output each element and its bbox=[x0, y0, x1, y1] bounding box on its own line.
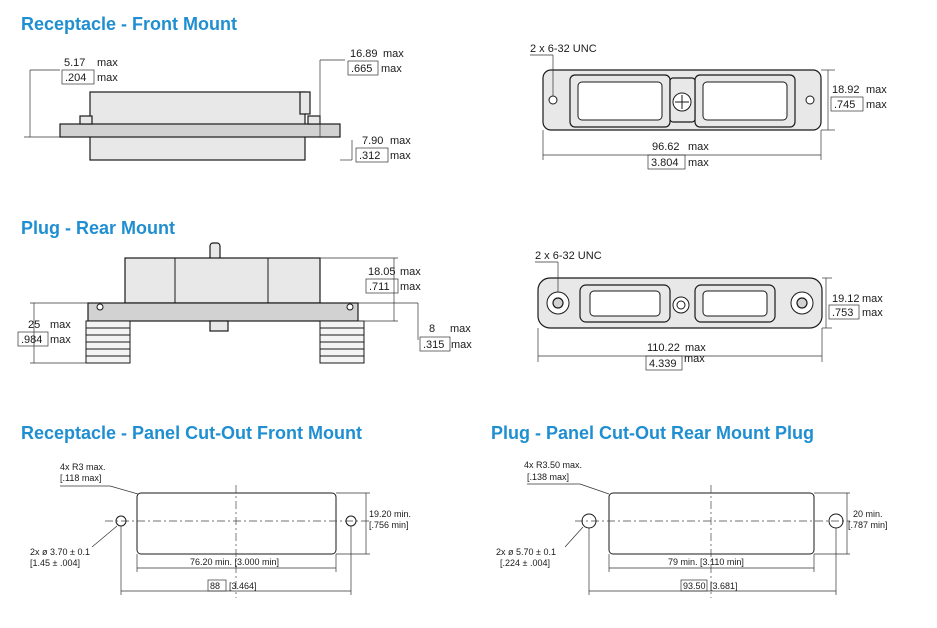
rec-side-t-max: max bbox=[383, 48, 404, 60]
rec-side-h-in: .204 bbox=[65, 72, 86, 84]
rec-cut-h-in: [.756 min] bbox=[369, 520, 409, 530]
plug-front-h-max: max bbox=[862, 293, 883, 305]
rec-front-hole-right bbox=[805, 95, 815, 105]
heading-receptacle-panel-cutout: Receptacle - Panel Cut-Out Front Mount bbox=[21, 423, 363, 443]
rec-cut-pitch-mm: 88 bbox=[210, 581, 220, 591]
rec-front-w-in: 3.804 bbox=[651, 157, 679, 169]
plug-rear-stub bbox=[209, 320, 229, 332]
rec-front-w-max: max bbox=[688, 141, 709, 153]
rec-side-h-max: max bbox=[97, 57, 118, 69]
receptacle-cutout: 4x R3 max. [.118 max] 2x ø 3.70 ± 0.1 [1… bbox=[30, 462, 411, 598]
plug-cut-pitch-in: [3.681] bbox=[710, 581, 738, 591]
plug-cut-h-in: [.787 min] bbox=[848, 520, 888, 530]
rec-front-w-in-max: max bbox=[688, 157, 709, 169]
plug-front-h-in-max: max bbox=[862, 307, 883, 319]
plug-flange bbox=[87, 302, 359, 322]
receptacle-stud-left bbox=[79, 115, 93, 125]
plug-body bbox=[124, 257, 321, 304]
receptacle-stud-right bbox=[307, 115, 321, 125]
plug-side-b-in: .984 bbox=[21, 334, 42, 346]
rec-side-f-max: max bbox=[390, 135, 411, 147]
rec-side-h-in-max: max bbox=[97, 72, 118, 84]
rec-cut-w: 76.20 min. [3.000 min] bbox=[190, 557, 279, 567]
plug-side-a-in-max: max bbox=[400, 281, 421, 293]
plug-spring-left bbox=[85, 320, 131, 364]
plug-front-h-mm: 19.12 bbox=[832, 293, 860, 305]
rec-front-w-mm: 96.62 bbox=[652, 141, 680, 153]
receptacle-side-view: 5.17 max .204 max 16.89 max .665 max 7.9… bbox=[24, 48, 411, 163]
rec-cut-hole-mm: 2x ø 3.70 ± 0.1 bbox=[30, 547, 90, 557]
plug-cut-pitch-mm: 93.50 bbox=[683, 581, 706, 591]
receptacle-front-view: 2 x 6-32 UNC 18.92 max .745 max 96.62 ma… bbox=[530, 43, 887, 170]
rec-side-f-in: .312 bbox=[359, 150, 380, 162]
receptacle-side-tab bbox=[299, 91, 311, 115]
plug-side-a-mm: 18.05 bbox=[368, 266, 396, 278]
plug-side-view: 18.05 max .711 max 25 max .984 max 8 max… bbox=[17, 242, 472, 364]
plug-side-c-max: max bbox=[450, 323, 471, 335]
plug-front-w-mm: 110.22 bbox=[647, 342, 680, 354]
rec-front-thread: 2 x 6-32 UNC bbox=[530, 43, 597, 55]
rec-side-t-mm: 16.89 bbox=[350, 48, 378, 60]
plug-cut-h-mm: 20 min. bbox=[853, 509, 883, 519]
plug-cut-hole-mm: 2x ø 5.70 ± 0.1 bbox=[496, 547, 556, 557]
plug-side-c-in: .315 bbox=[423, 339, 444, 351]
rec-side-t-in-max: max bbox=[381, 63, 402, 75]
plug-cut-opening bbox=[608, 492, 815, 555]
heading-plug-panel-cutout: Plug - Panel Cut-Out Rear Mount Plug bbox=[491, 423, 814, 443]
rec-front-h-in-max: max bbox=[866, 99, 887, 111]
rec-cut-opening bbox=[136, 492, 337, 555]
rec-side-f-in-max: max bbox=[390, 150, 411, 162]
rec-side-h-mm: 5.17 bbox=[64, 57, 85, 69]
plug-cut-hole-in: [.224 ± .004] bbox=[500, 558, 550, 568]
plug-side-b-max: max bbox=[50, 319, 71, 331]
plug-spring-right bbox=[319, 320, 365, 364]
rec-front-hole-left bbox=[548, 95, 558, 105]
plug-front-w-in: 4.339 bbox=[649, 358, 677, 370]
plug-front-view: 2 x 6-32 UNC 19.12 max .753 max 110.22 m… bbox=[535, 250, 883, 371]
rec-cut-hole-in: [1.45 ± .004] bbox=[30, 558, 80, 568]
rec-cut-radius-mm: 4x R3 max. bbox=[60, 462, 106, 472]
receptacle-flange bbox=[59, 123, 341, 138]
rec-cut-pitch-in: [3.464] bbox=[229, 581, 257, 591]
plug-cut-radius-in: [.138 max] bbox=[527, 472, 569, 482]
plug-side-b-in-max: max bbox=[50, 334, 71, 346]
plug-front-w-in-max: max bbox=[684, 353, 705, 365]
plug-side-c-in-max: max bbox=[451, 339, 472, 351]
plug-side-a-max: max bbox=[400, 266, 421, 278]
rec-front-h-in: .745 bbox=[834, 99, 855, 111]
rec-side-f-mm: 7.90 bbox=[362, 135, 383, 147]
rec-side-t-in: .665 bbox=[351, 63, 372, 75]
heading-plug-rear-mount: Plug - Rear Mount bbox=[21, 218, 175, 238]
plug-side-a-in: .711 bbox=[369, 281, 390, 293]
plug-side-c-mm: 8 bbox=[429, 323, 435, 335]
plug-side-b-mm: 25 bbox=[28, 319, 40, 331]
rec-cut-radius-in: [.118 max] bbox=[60, 473, 101, 483]
plug-front-w-max: max bbox=[685, 342, 706, 354]
plug-cutout: 4x R3.50 max. [.138 max] 2x ø 5.70 ± 0.1… bbox=[496, 460, 888, 598]
plug-cut-w: 79 min. [3.110 min] bbox=[668, 557, 744, 567]
plug-front-h-in: .753 bbox=[832, 307, 853, 319]
plug-front-thread: 2 x 6-32 UNC bbox=[535, 250, 602, 262]
rec-front-h-max: max bbox=[866, 84, 887, 96]
rec-front-h-mm: 18.92 bbox=[832, 84, 860, 96]
heading-receptacle-front-mount: Receptacle - Front Mount bbox=[21, 14, 238, 34]
plug-cut-radius-mm: 4x R3.50 max. bbox=[524, 460, 582, 470]
rec-cut-h-mm: 19.20 min. bbox=[369, 509, 411, 519]
